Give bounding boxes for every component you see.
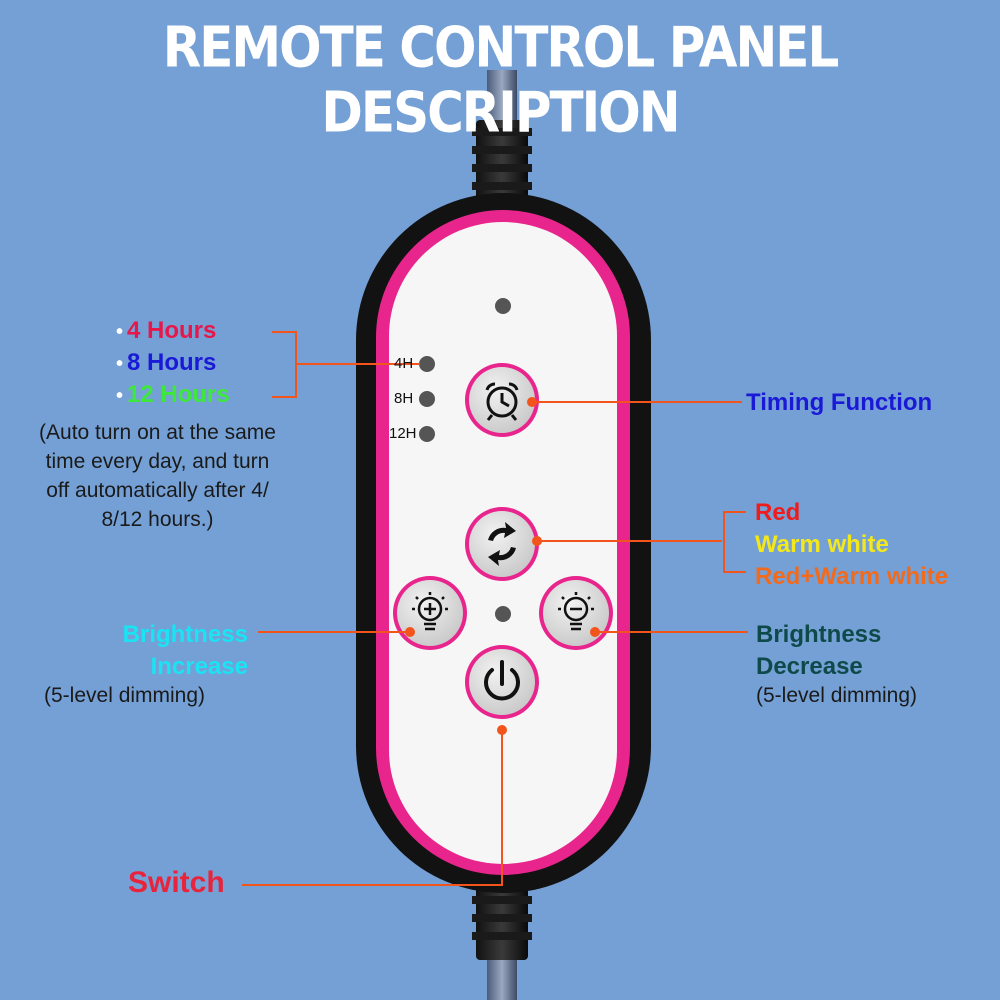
color-option-warm-white: Warm white	[755, 531, 889, 558]
switch-label: Switch	[128, 866, 225, 899]
timer-led-4h	[419, 356, 435, 372]
timer-led-8h	[419, 391, 435, 407]
timer-note: (Auto turn on at the same time every day…	[39, 421, 276, 531]
timing-function-label: Timing Function	[746, 389, 933, 416]
timer-led-label-8h: 8H	[394, 390, 414, 407]
status-led-top	[495, 298, 511, 314]
brightness-decrease-button[interactable]	[539, 576, 613, 650]
color-mode-button[interactable]	[465, 507, 539, 581]
page-title: REMOTE CONTROL PANEL DESCRIPTION	[162, 15, 840, 145]
color-option-red-warm-white: Red+Warm white	[755, 563, 949, 590]
timer-led-label-12h: 12H	[389, 425, 417, 442]
status-led-middle	[495, 606, 511, 622]
callout-lines	[242, 331, 748, 886]
power-icon	[484, 660, 520, 701]
bulb-plus-icon	[412, 592, 448, 631]
timer-option-8h: •8 Hours	[116, 349, 217, 376]
brightness-increase-label: Brightness Increase	[122, 621, 248, 680]
timer-button[interactable]	[465, 363, 539, 437]
timer-option-4h: •4 Hours	[116, 317, 217, 344]
brightness-increase-button[interactable]	[393, 576, 467, 650]
timer-led-label-4h: 4H	[394, 355, 414, 372]
strain-relief-bottom	[472, 880, 532, 960]
color-option-red: Red	[755, 499, 801, 526]
brightness-decrease-note: (5-level dimming)	[756, 684, 918, 707]
timer-led-12h	[419, 426, 435, 442]
timer-option-12h: •12 Hours	[116, 381, 230, 408]
cycle-arrows-icon	[488, 522, 516, 566]
power-button[interactable]	[465, 645, 539, 719]
bulb-minus-icon	[558, 592, 594, 631]
strain-relief-top	[472, 120, 532, 210]
brightness-decrease-label: Brightness Decrease	[756, 621, 882, 680]
alarm-clock-icon	[485, 382, 519, 421]
callout-dots	[405, 397, 600, 735]
brightness-increase-note: (5-level dimming)	[44, 684, 206, 707]
